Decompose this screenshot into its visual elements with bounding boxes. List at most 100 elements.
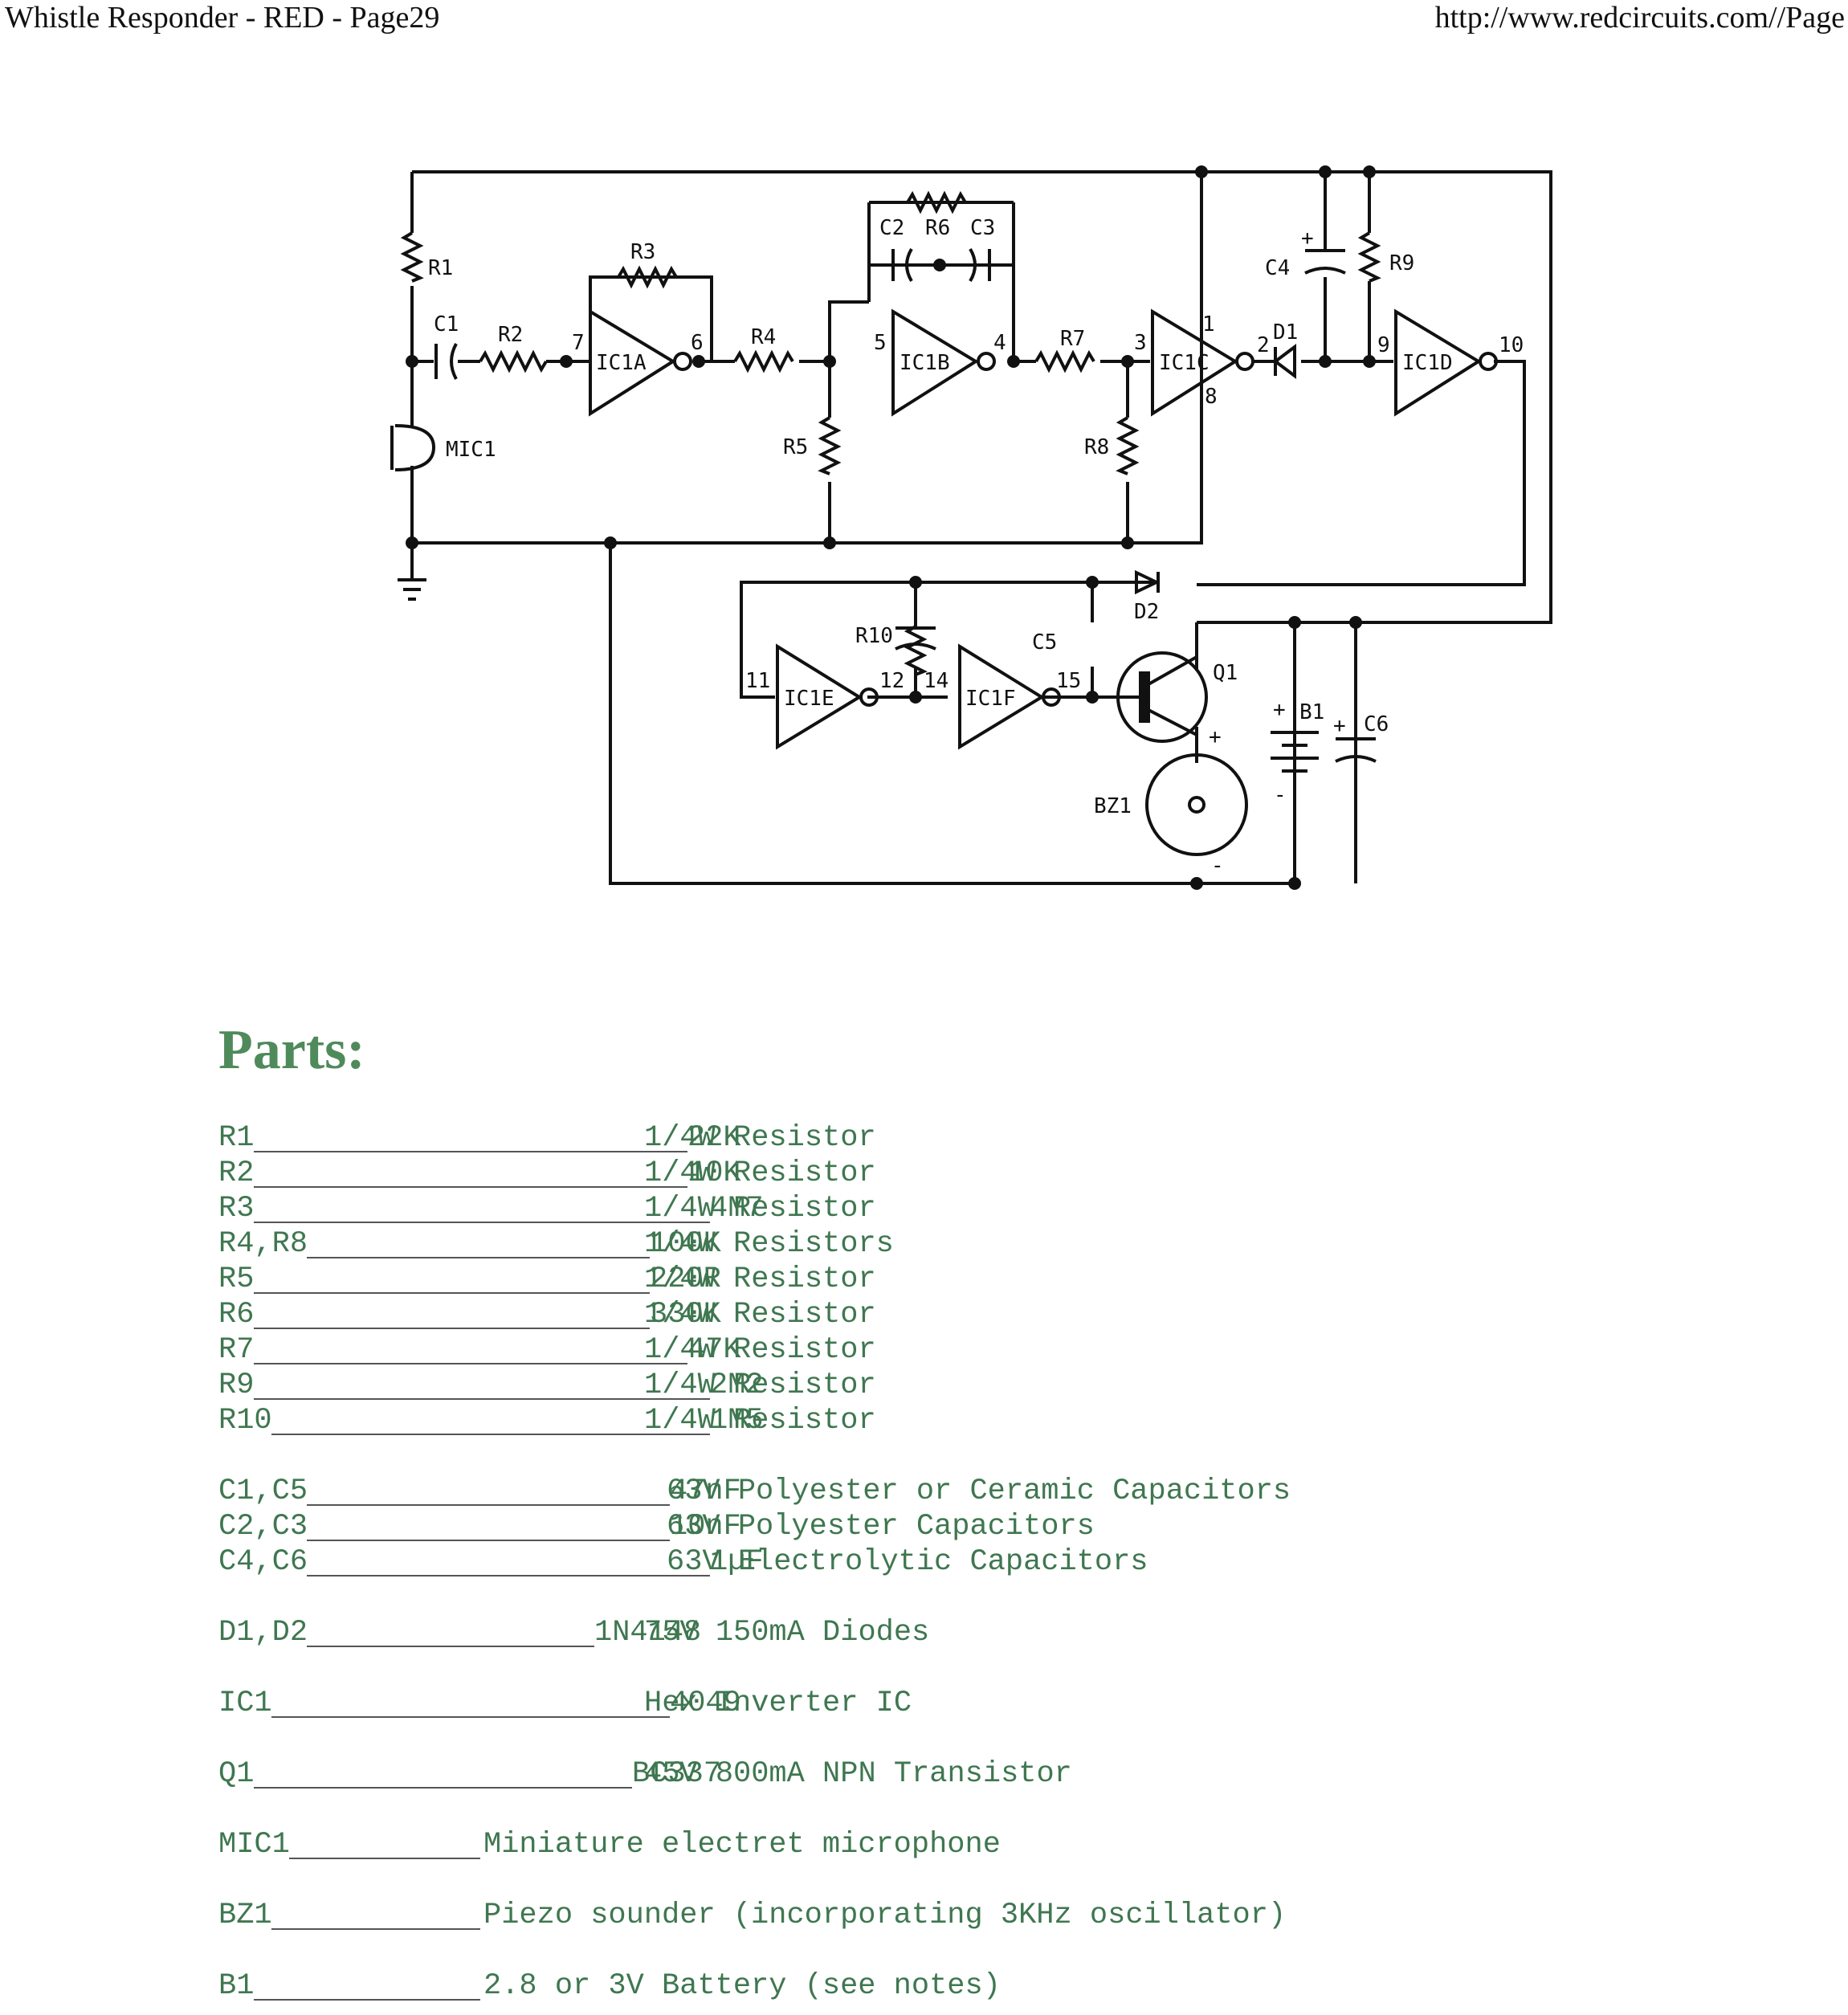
label-plus-c4: + (1301, 226, 1314, 251)
part-description: 2.8 or 3V Battery (see notes) (483, 1969, 1001, 2003)
label-pin8: 8 (1205, 385, 1218, 409)
part-description: 1/4W Resistor (644, 1368, 876, 1402)
inverter-ic1c (1151, 308, 1238, 417)
label-r10: R10 (855, 624, 893, 648)
part-description: 1/4W Resistors (644, 1227, 894, 1261)
part-description: 1/4W Resistor (644, 1262, 876, 1296)
label-minus-bz1: - (1211, 854, 1224, 878)
part-underline (254, 1151, 687, 1152)
capacitor-c2 (891, 247, 913, 283)
part-underline (289, 1858, 480, 1859)
label-pin2: 2 (1257, 333, 1270, 357)
diode-d1 (1272, 344, 1296, 379)
inverter-ic1e (776, 643, 863, 750)
part-underline (254, 1787, 632, 1789)
part-ref: Q1 (218, 1757, 255, 1791)
junction-dot (1363, 165, 1376, 178)
label-b1: B1 (1299, 700, 1324, 724)
label-pin3: 3 (1134, 331, 1147, 355)
part-value: 10nF (670, 1510, 741, 1544)
microphone-mic1 (390, 424, 436, 471)
inverter-ic1f (958, 643, 1045, 750)
part-underline (254, 1363, 687, 1364)
part-ref: R3 (218, 1192, 255, 1226)
part-description: 45V 800mA NPN Transistor (644, 1757, 1072, 1791)
junction-dot (692, 355, 705, 368)
part-ref: C2,C3 (218, 1510, 308, 1544)
resistor-r5 (818, 416, 842, 475)
wire (699, 300, 869, 543)
resistor-r6 (906, 190, 967, 214)
junction-dot (909, 576, 922, 589)
label-minus-b1: - (1274, 783, 1287, 807)
resistor-r1 (400, 231, 424, 283)
part-description: 63V Polyester Capacitors (667, 1510, 1095, 1544)
junction-dot (909, 691, 922, 704)
label-ic1a: IC1A (596, 351, 647, 375)
junction-dot (406, 536, 418, 549)
part-ref: C1,C5 (218, 1475, 308, 1508)
part-description: 1/4W Resistor (644, 1121, 876, 1155)
junction-dot (1319, 165, 1332, 178)
part-value: 47nF (670, 1475, 741, 1508)
part-description: 63V Polyester or Ceramic Capacitors (667, 1475, 1291, 1508)
part-description: Piezo sounder (incorporating 3KHz oscill… (483, 1899, 1287, 1932)
part-description: 1/4W Resistor (644, 1192, 876, 1226)
part-ref: R1 (218, 1121, 255, 1155)
part-ref: R4,R8 (218, 1227, 308, 1261)
part-ref: IC1 (218, 1687, 272, 1720)
part-value: 100K (650, 1227, 721, 1261)
label-r9: R9 (1389, 251, 1414, 275)
label-pin10: 10 (1499, 333, 1524, 357)
part-underline (307, 1504, 670, 1506)
part-description: Hex Inverter IC (644, 1687, 912, 1720)
part-ref: R6 (218, 1298, 255, 1332)
part-ref: R5 (218, 1262, 255, 1296)
part-value: 4M7 (710, 1192, 764, 1226)
junction-dot (1319, 355, 1332, 368)
capacitor-c5 (895, 626, 936, 651)
label-mic1: MIC1 (446, 438, 496, 462)
wire (609, 543, 1296, 885)
label-r3: R3 (630, 240, 655, 264)
label-plus-c6: + (1333, 714, 1346, 738)
junction-dot (1121, 536, 1134, 549)
resistor-r10 (904, 625, 928, 676)
part-value: 1M5 (710, 1404, 764, 1438)
part-ref: MIC1 (218, 1828, 290, 1862)
label-c3: C3 (970, 216, 995, 240)
junction-dot (1086, 576, 1099, 589)
part-value: 1µF (710, 1545, 764, 1579)
wire (1126, 360, 1150, 543)
part-description: 1/4W Resistor (644, 1333, 876, 1367)
junction-dot (560, 355, 573, 368)
label-pin6: 6 (691, 331, 704, 355)
label-pin5: 5 (874, 331, 887, 355)
junction-dot (933, 259, 946, 271)
junction-dot (604, 536, 617, 549)
part-underline (271, 1434, 710, 1435)
junction-dot (1190, 877, 1203, 890)
resistor-r4 (733, 349, 794, 373)
resistor-r2 (479, 349, 548, 373)
part-ref: BZ1 (218, 1899, 272, 1932)
resistor-r8 (1116, 416, 1140, 475)
inverter-ic1a-bubble (673, 352, 692, 371)
capacitor-c4 (1304, 249, 1346, 275)
part-underline (254, 1328, 650, 1329)
wire (412, 170, 1552, 624)
inverter-ic1e-bubble (859, 687, 879, 707)
battery-b1 (1271, 731, 1319, 773)
label-pin7: 7 (572, 331, 585, 355)
capacitor-c3 (969, 247, 1014, 283)
label-c6: C6 (1364, 712, 1389, 736)
label-pin9: 9 (1377, 333, 1390, 357)
inverter-ic1d-bubble (1479, 352, 1498, 371)
part-underline (254, 1186, 687, 1188)
inverter-ic1c-bubble (1235, 352, 1254, 371)
resistor-r7 (1034, 349, 1095, 373)
ground-symbol (398, 543, 426, 601)
page-header-title: Whistle Responder - RED - Page29 (5, 1, 440, 35)
page-header-url: http://www.redcircuits.com//Page (1434, 1, 1845, 35)
junction-dot (1288, 616, 1301, 629)
